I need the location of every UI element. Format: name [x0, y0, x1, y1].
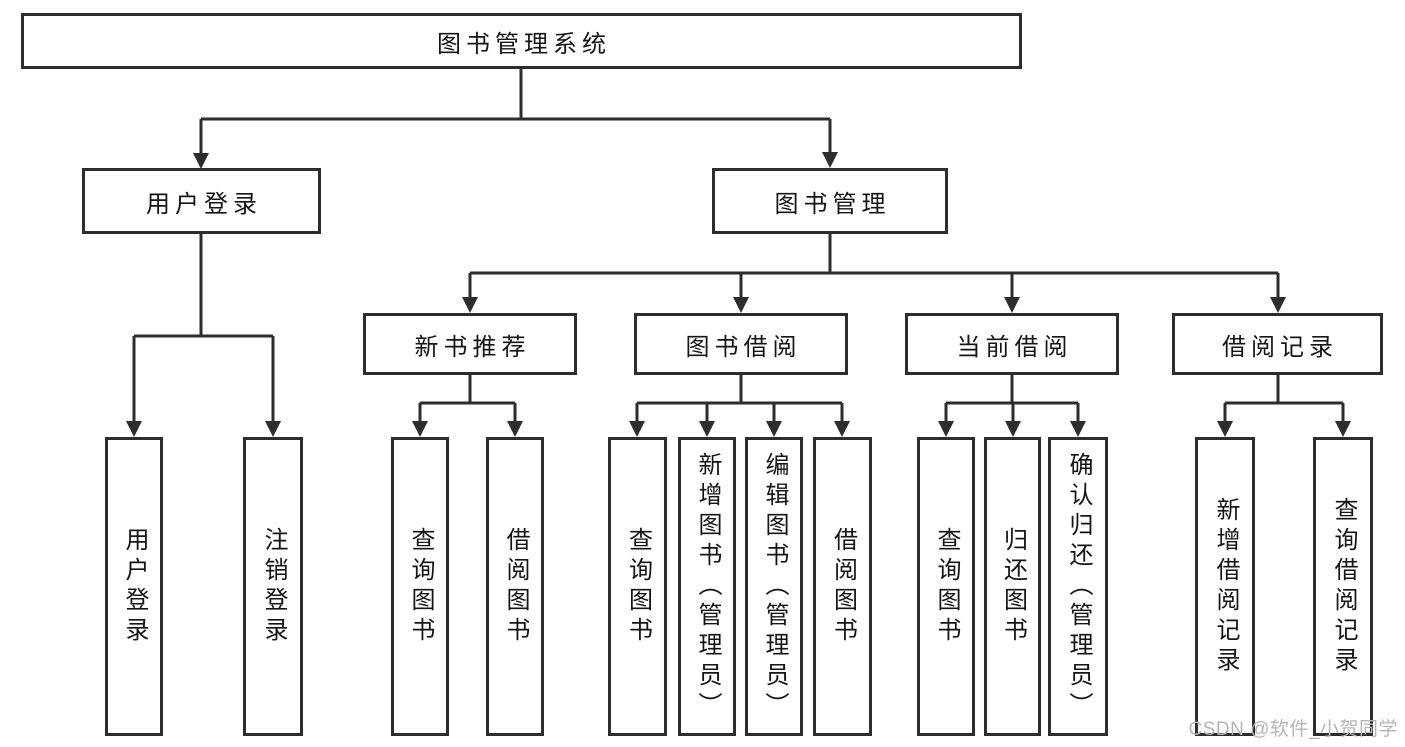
leaf-user-login: 用户登录 — [105, 437, 163, 736]
node-book-borrowing: 图书借阅 — [634, 313, 848, 375]
leaf-logout: 注销登录 — [243, 437, 303, 736]
node-user-login: 用户登录 — [82, 168, 321, 234]
leaf-add-books-admin: 新增图书（管理员） — [678, 437, 736, 736]
leaf-query-borrow-record: 查询借阅记录 — [1313, 437, 1373, 736]
leaf-edit-books-admin: 编辑图书（管理员） — [745, 437, 803, 736]
node-current-borrowing: 当前借阅 — [905, 313, 1119, 375]
leaf-return-books: 归还图书 — [984, 437, 1041, 736]
leaf-borrow-books: 借阅图书 — [486, 437, 544, 736]
node-new-book-recommendation: 新书推荐 — [363, 313, 577, 375]
leaf-confirm-return-admin: 确认归还（管理员） — [1048, 437, 1108, 736]
node-library-management-system: 图书管理系统 — [21, 13, 1022, 69]
leaf-add-borrow-record: 新增借阅记录 — [1195, 437, 1255, 736]
node-borrowing-records: 借阅记录 — [1172, 313, 1383, 375]
csdn-watermark: CSDN @软件_小贺同学 — [1188, 719, 1398, 740]
leaf-query-books-2: 查询图书 — [608, 437, 667, 736]
leaf-query-books: 查询图书 — [391, 437, 449, 736]
leaf-query-books-3: 查询图书 — [917, 437, 975, 736]
node-book-management: 图书管理 — [712, 168, 948, 234]
leaf-borrow-books-2: 借阅图书 — [813, 437, 872, 736]
